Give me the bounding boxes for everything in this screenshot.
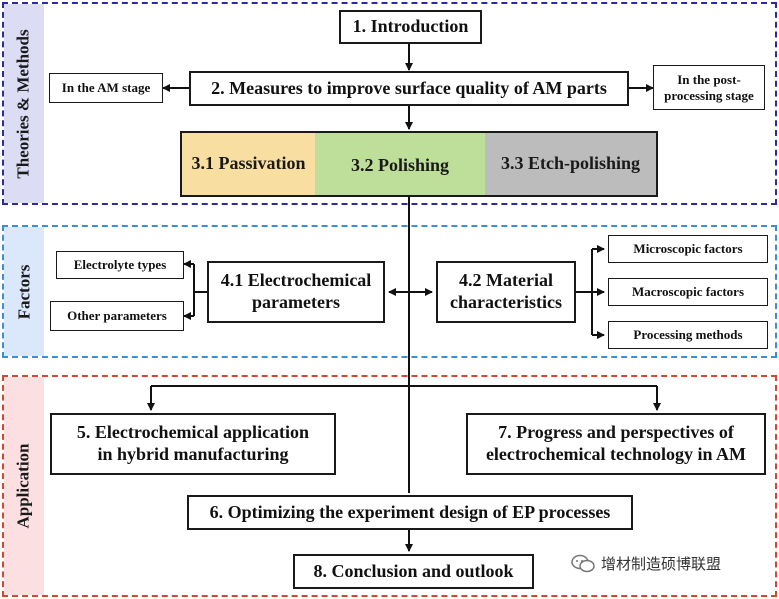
box-microscopic-factors: Microscopic factors [608,235,768,263]
box-post-processing: In the post- processing stage [653,65,765,110]
factors-section: Factors [2,225,777,358]
box-other-parameters: Other parameters [50,301,184,331]
application-section: Application [2,375,777,597]
etch-polishing-segment: 3.3 Etch-polishing [485,133,656,195]
box-progress-perspectives: 7. Progress and perspectives of electroc… [466,413,766,475]
box-electrolyte-types: Electrolyte types [56,251,184,279]
box-processing-methods: Processing methods [608,321,768,349]
theories-section: Theories & Methods [2,2,777,205]
wechat-icon [571,554,595,572]
box-optimizing-experiment: 6. Optimizing the experiment design of E… [187,495,633,530]
box-material-characteristics: 4.2 Material characteristics [436,261,576,323]
box-measures: 2. Measures to improve surface quality o… [189,71,629,106]
watermark: 增材制造硕博联盟 [571,553,721,574]
box-am-stage: In the AM stage [49,73,163,103]
box-macroscopic-factors: Macroscopic factors [608,278,768,306]
polishing-segment: 3.2 Polishing [315,133,485,195]
methods-bar: 3.1 Passivation 3.2 Polishing 3.3 Etch-p… [180,131,658,197]
factors-side-label: Factors [4,227,44,356]
passivation-segment: 3.1 Passivation [182,133,315,195]
box-electrochemical-parameters: 4.1 Electrochemical parameters [207,261,385,323]
application-side-label: Application [4,377,44,595]
box-hybrid-manufacturing: 5. Electrochemical application in hybrid… [50,413,336,475]
box-conclusion: 8. Conclusion and outlook [293,554,534,589]
box-introduction: 1. Introduction [339,10,482,44]
theories-side-label: Theories & Methods [4,4,44,203]
